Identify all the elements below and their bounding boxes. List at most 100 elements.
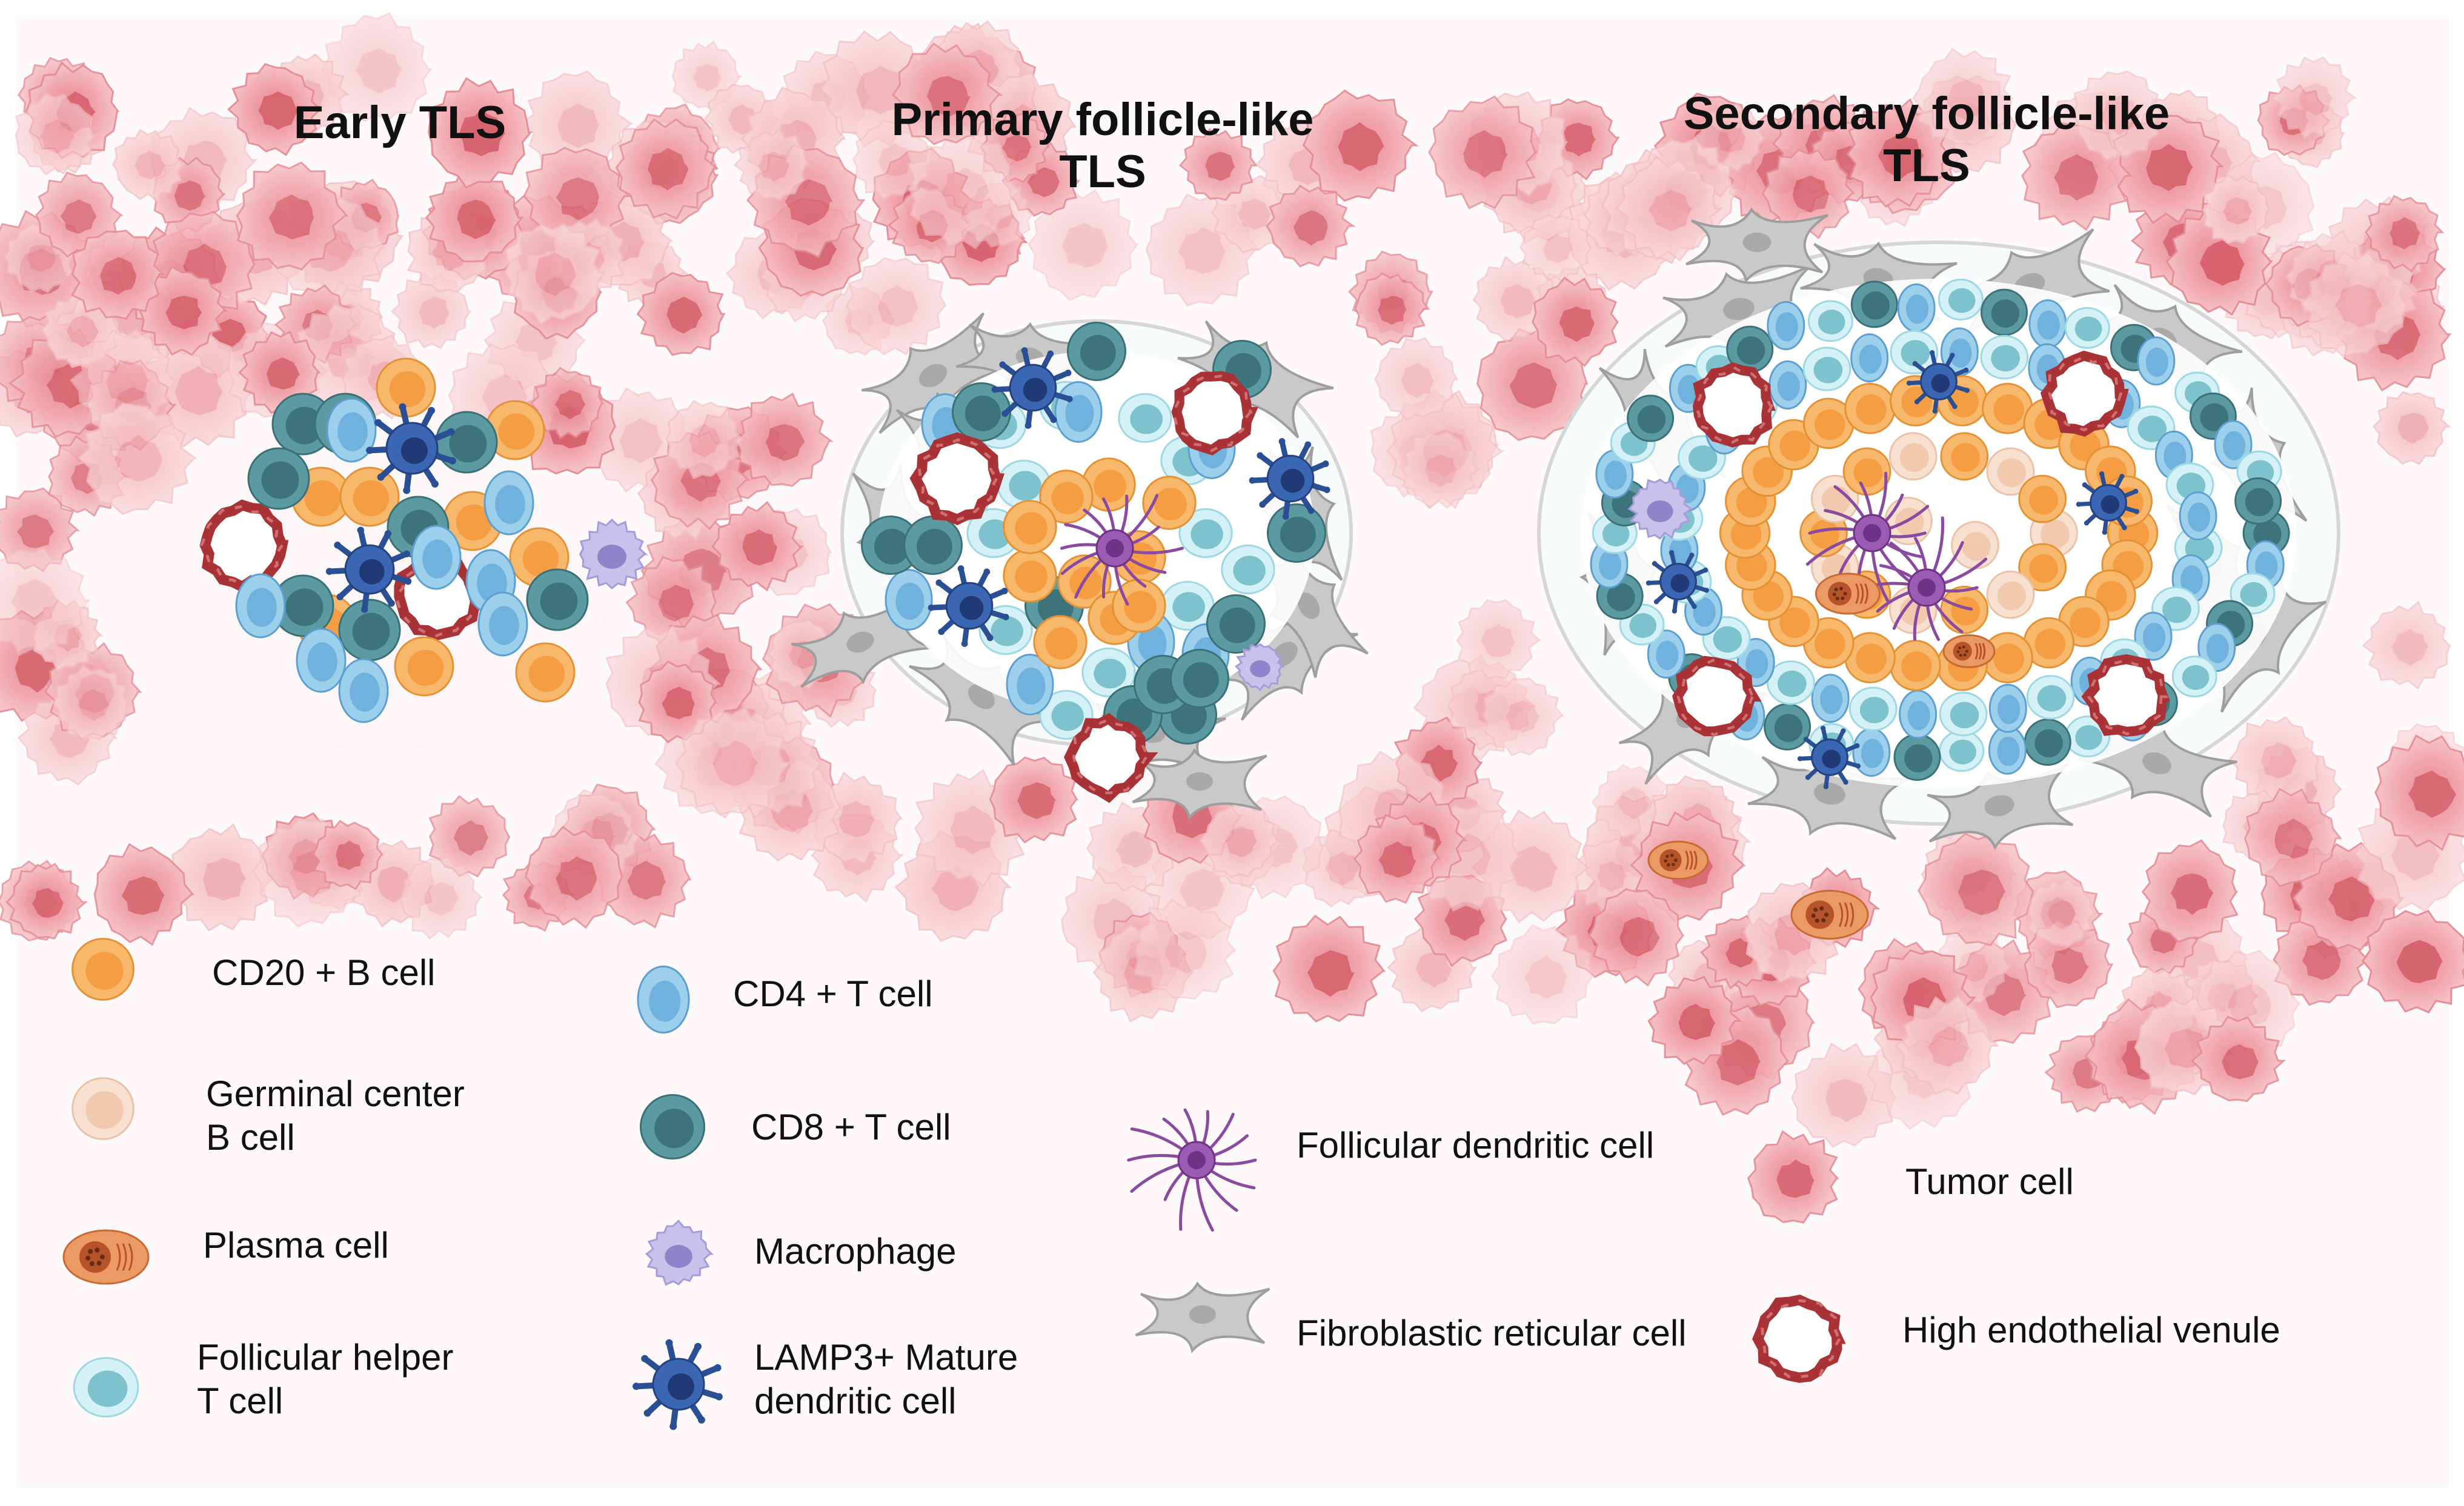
cd20-b-cell bbox=[1003, 500, 1057, 554]
cd8-t-cell bbox=[1850, 280, 1898, 328]
tumor-cell bbox=[2243, 788, 2342, 887]
legend-label-germinal-center-b-cell: Germinal center B cell bbox=[206, 1072, 465, 1159]
follicular-helper-t-cell bbox=[2026, 675, 2075, 720]
cd20-b-cell bbox=[1039, 469, 1094, 524]
legend-label-follicular-dc: Follicular dendritic cell bbox=[1297, 1125, 1655, 1166]
cd20-b-cell bbox=[1033, 615, 1088, 669]
high-endothelial-venule bbox=[1672, 655, 1762, 737]
cd20-b-cell bbox=[515, 642, 576, 703]
tumor-cell bbox=[77, 402, 198, 516]
tumor-cell bbox=[1747, 1130, 1839, 1224]
tumor-cell bbox=[2362, 600, 2451, 690]
cd20-b-cell bbox=[1940, 585, 1989, 634]
cd8-t-cell bbox=[1170, 649, 1229, 708]
tumor-cell bbox=[1912, 47, 2014, 146]
lamp3-mature-dendritic-cell bbox=[1249, 438, 1330, 520]
follicular-helper-t-cell bbox=[1081, 647, 1136, 698]
legend-label-tumor-cell: Tumor cell bbox=[1905, 1161, 2074, 1202]
cd4-t-cell bbox=[2028, 299, 2067, 349]
tumor-cell bbox=[2365, 194, 2445, 273]
plasma-cell bbox=[62, 1229, 150, 1285]
cd4-t-cell bbox=[235, 573, 286, 639]
tumor-cell bbox=[428, 795, 511, 878]
tumor-cell bbox=[2270, 56, 2357, 140]
cd4-t-cell bbox=[1647, 629, 1685, 679]
tumor-cell bbox=[2026, 877, 2097, 947]
plasma-cell bbox=[1815, 572, 1881, 615]
high-endothelial-venule bbox=[1171, 371, 1258, 456]
cd4-t-cell bbox=[637, 965, 690, 1034]
cd4-t-cell bbox=[1767, 301, 1805, 351]
cd4-t-cell bbox=[1852, 728, 1891, 777]
tumor-cell bbox=[1354, 272, 1430, 347]
tumor-cell bbox=[1894, 995, 1999, 1095]
tumor-cell bbox=[2024, 918, 2114, 1009]
title-secondary-line1: Secondary follicle-like bbox=[1683, 88, 2170, 139]
cd20-b-cell bbox=[1890, 640, 1941, 691]
plasma-cell bbox=[1647, 840, 1709, 880]
cd8-t-cell bbox=[903, 516, 963, 575]
follicular-helper-t-cell bbox=[1221, 544, 1275, 595]
macrophage bbox=[1627, 479, 1695, 540]
cd8-t-cell bbox=[1206, 594, 1266, 654]
tumor-cell bbox=[711, 500, 804, 592]
cd8-t-cell bbox=[247, 447, 310, 510]
high-endothelial-venule bbox=[199, 499, 289, 593]
cd8-t-cell bbox=[952, 382, 1011, 442]
follicular-dendritic-cell bbox=[1805, 471, 1930, 602]
lamp3-mature-dendritic-cell bbox=[928, 565, 1009, 647]
high-endothelial-venule bbox=[1064, 712, 1158, 803]
cd8-t-cell bbox=[1267, 503, 1326, 563]
follicular-helper-t-cell bbox=[1118, 393, 1172, 443]
tumor-cell bbox=[2300, 250, 2410, 358]
legend-label-lamp3-line2: dendritic cell bbox=[754, 1381, 957, 1421]
cd4-t-cell bbox=[1988, 683, 2027, 733]
legend-label-gc-line2: B cell bbox=[206, 1117, 295, 1158]
follicular-helper-t-cell bbox=[1938, 278, 1984, 320]
cd8-t-cell bbox=[640, 1094, 705, 1159]
plasma-cell bbox=[1790, 889, 1869, 940]
tumor-cell bbox=[1266, 184, 1356, 268]
lamp3-mature-dendritic-cell bbox=[1906, 350, 1970, 414]
tumor-cell bbox=[615, 118, 719, 220]
title-secondary-line2: TLS bbox=[1883, 140, 1970, 191]
cd20-b-cell bbox=[2018, 474, 2067, 523]
cd4-t-cell bbox=[2214, 420, 2253, 469]
tumor-cell bbox=[391, 272, 471, 350]
cd4-t-cell bbox=[1054, 381, 1103, 443]
title-secondary-tls: Secondary follicle-like TLS bbox=[1624, 88, 2230, 192]
follicular-helper-t-cell bbox=[2065, 715, 2111, 758]
cd8-t-cell bbox=[1893, 734, 1941, 781]
cd8-t-cell bbox=[1981, 288, 2028, 336]
high-endothelial-venule bbox=[1692, 362, 1776, 448]
title-primary-tls: Primary follicle-like TLS bbox=[836, 94, 1369, 198]
tumor-cell bbox=[1272, 914, 1386, 1023]
fibroblastic-reticular-cell bbox=[1132, 748, 1267, 820]
macrophage bbox=[1235, 643, 1286, 692]
follicular-dendritic-cell bbox=[1127, 1108, 1257, 1232]
tumor-cell bbox=[1401, 431, 1482, 509]
follicular-helper-t-cell bbox=[1807, 300, 1853, 342]
legend-label-lamp3-mature-dc: LAMP3+ Mature dendritic cell bbox=[754, 1336, 1018, 1423]
tumor-cell bbox=[236, 161, 349, 271]
follicular-helper-t-cell bbox=[1939, 730, 1985, 772]
early-tls bbox=[164, 357, 648, 751]
tumor-cell bbox=[1482, 677, 1565, 757]
tumor-cell bbox=[2190, 1015, 2286, 1103]
cd20-b-cell bbox=[1982, 632, 2033, 684]
legend-label-plasma-cell: Plasma cell bbox=[203, 1225, 389, 1266]
follicular-helper-t-cell bbox=[1160, 580, 1215, 631]
tumor-cell bbox=[1133, 898, 1237, 1000]
legend-label-tfh-line2: T cell bbox=[197, 1381, 284, 1421]
tumor-cell bbox=[1374, 337, 1459, 422]
tumor-cell bbox=[504, 223, 606, 326]
tumor-cell bbox=[70, 230, 165, 320]
tumor-cell bbox=[530, 367, 605, 440]
legend-label-follicular-helper-t-cell: Follicular helper T cell bbox=[197, 1336, 454, 1423]
lamp3-mature-dendritic-cell bbox=[1645, 550, 1710, 614]
lamp3-mature-dendritic-cell bbox=[991, 347, 1073, 429]
cd4-t-cell bbox=[1006, 654, 1054, 715]
cd8-t-cell bbox=[1627, 394, 1675, 442]
tumor-cell bbox=[5, 863, 88, 940]
lamp3-mature-dendritic-cell bbox=[366, 403, 456, 494]
